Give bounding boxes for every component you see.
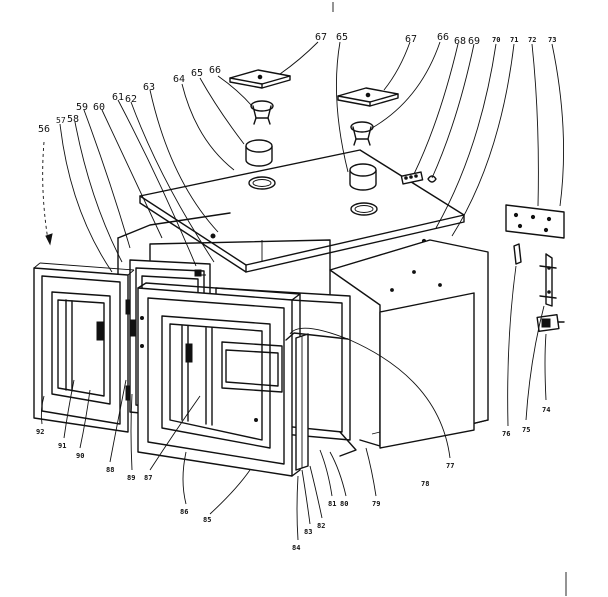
- label-73: 73: [548, 36, 556, 44]
- part-labels: 56 57 58 59 60 61 62 63 64 65 66 67 65 6…: [36, 32, 556, 552]
- left-door-handle: [96, 321, 105, 341]
- gasket-strip: [285, 332, 357, 471]
- label-82: 82: [317, 522, 325, 530]
- vent-ring-right: [350, 202, 378, 216]
- front-door-handle: [185, 343, 193, 363]
- vertical-bracket-76: [513, 243, 522, 265]
- label-79: 79: [372, 500, 380, 508]
- label-67-left: 67: [315, 32, 327, 43]
- label-77: 77: [446, 462, 454, 470]
- vent-cap-right: [349, 163, 377, 191]
- trim-window: [221, 341, 283, 393]
- label-61: 61: [112, 92, 124, 103]
- label-85: 85: [203, 516, 211, 524]
- switch-bracket: [539, 253, 557, 307]
- label-57: 57: [56, 116, 66, 125]
- label-69: 69: [468, 36, 480, 47]
- front-door: [129, 282, 301, 477]
- vent-clip-right: [350, 121, 374, 146]
- label-83: 83: [304, 528, 312, 536]
- label-88: 88: [106, 466, 114, 474]
- label-58: 58: [67, 114, 79, 125]
- label-71: 71: [510, 36, 518, 44]
- left-door: [33, 262, 135, 433]
- label-68: 68: [454, 36, 466, 47]
- vent-ring-left: [248, 176, 276, 190]
- label-90: 90: [76, 452, 84, 460]
- vent-cap-left: [245, 139, 273, 167]
- label-78: 78: [421, 480, 429, 488]
- bracket-left: [229, 69, 291, 89]
- rear-mounting-plate: [505, 204, 565, 239]
- label-60: 60: [93, 102, 105, 113]
- side-panel: [371, 292, 475, 449]
- vent-clip-left: [250, 100, 274, 125]
- label-63: 63: [143, 82, 155, 93]
- label-74: 74: [542, 406, 550, 414]
- label-59: 59: [76, 102, 88, 113]
- label-92: 92: [36, 428, 44, 436]
- label-89: 89: [127, 474, 135, 482]
- small-fasteners: [400, 171, 437, 185]
- label-72: 72: [528, 36, 536, 44]
- label-66-left: 66: [209, 65, 221, 76]
- label-81: 81: [328, 500, 336, 508]
- label-62: 62: [125, 94, 137, 105]
- label-75: 75: [522, 426, 530, 434]
- label-65-left: 65: [191, 68, 203, 79]
- leader-lines: [40, 41, 565, 541]
- label-80: 80: [340, 500, 348, 508]
- switch-74: [536, 313, 565, 333]
- label-64: 64: [173, 74, 185, 85]
- label-67-right: 67: [405, 34, 417, 45]
- label-70: 70: [492, 36, 500, 44]
- label-76: 76: [502, 430, 510, 438]
- label-66-right: 66: [437, 32, 449, 43]
- label-86: 86: [180, 508, 188, 516]
- label-91: 91: [58, 442, 66, 450]
- label-56: 56: [38, 124, 50, 135]
- label-87: 87: [144, 474, 152, 482]
- bracket-right: [337, 87, 399, 107]
- label-84: 84: [292, 544, 300, 552]
- label-65-right: 65: [336, 32, 348, 43]
